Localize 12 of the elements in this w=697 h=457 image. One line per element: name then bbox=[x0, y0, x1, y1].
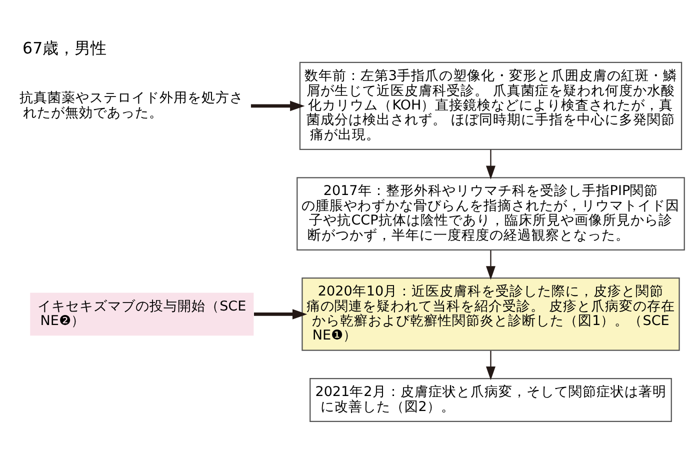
node-box: 2021年2月：皮膚症状と爪病変，そして関節症状は著明に改善した（図2）。 bbox=[310, 378, 672, 422]
arrow bbox=[250, 100, 305, 111]
node-box: 2017年：整形外科やリウマチ科を受診し手指PIP関節の腫脹やわずかな骨びらんを指摘されたが，リウマトイド因子や抗CCP抗体は陰性であり，臨床所見や画像所見から診断がつかず，半年に一度程度の経過観察となった。 bbox=[296, 176, 685, 250]
node-text: 抗真菌薬やステロイド外用を処方されたが無効であった。 bbox=[20, 90, 244, 120]
node-box: 数年前：左第3手指爪の塑像化・変形と爪囲皮膚の紅斑・鱗屑が生じて近医皮膚科受診。 爪真菌症を疑われ何度か水酸化カリウム（KOH）直接鏡検などにより検査されたが，真菌成分は検出されず。 ほぼ同時期に手指を中心に多発関節痛が出現。 bbox=[299, 61, 682, 150]
diagram-title: 67歳，男性 bbox=[22, 38, 107, 58]
arrow bbox=[254, 308, 308, 319]
node-box: 2020年10月：近医皮膚科を受診した際に，皮疹と関節痛の関連を疑われて当科を紹介受診。 皮疹と爪病変の存在から乾癬および乾癬性関節炎と診断した（図1）。（SCENE❶） bbox=[302, 277, 680, 350]
node-box: イキセキズマブの投与開始（SCENE❷） bbox=[30, 292, 254, 336]
arrow bbox=[486, 149, 496, 179]
arrow bbox=[486, 250, 496, 280]
arrow bbox=[486, 350, 496, 380]
